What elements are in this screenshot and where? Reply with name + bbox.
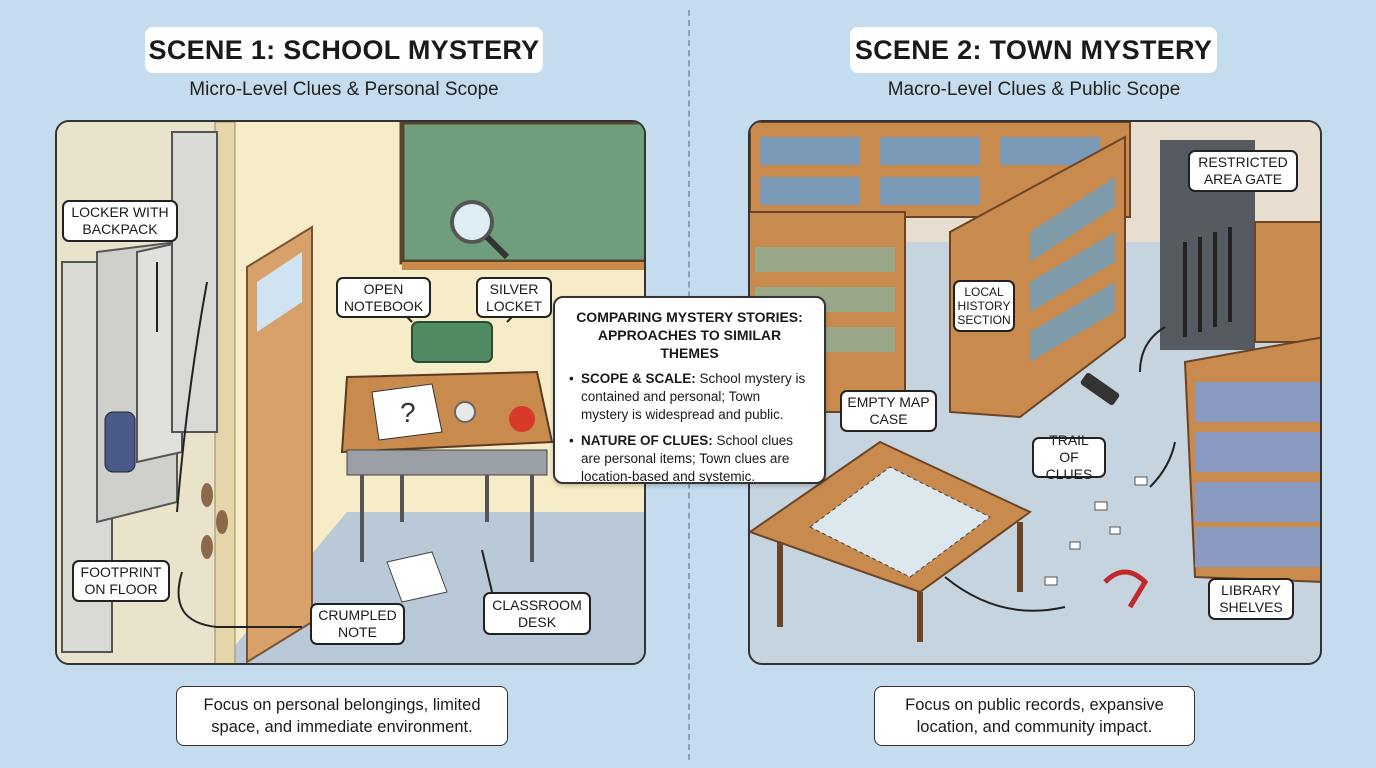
- point-heading: NATURE OF CLUES:: [581, 433, 713, 448]
- magnifying-glass-icon: [450, 200, 510, 260]
- svg-text:?: ?: [400, 397, 416, 428]
- label-crumpled-note: CRUMPLED NOTE: [310, 603, 405, 645]
- label-locker: LOCKER WITH BACKPACK: [62, 200, 178, 242]
- scene1-footer: Focus on personal belongings, limited sp…: [176, 686, 508, 746]
- label-local-history: LOCAL HISTORY SECTION: [953, 280, 1015, 332]
- scene2-subtitle: Macro-Level Clues & Public Scope: [887, 79, 1181, 100]
- label-locket: SILVER LOCKET: [476, 277, 552, 318]
- locket-icon: [454, 401, 476, 423]
- label-notebook: OPEN NOTEBOOK: [336, 277, 431, 318]
- scene1-subtitle: Micro-Level Clues & Personal Scope: [189, 79, 499, 100]
- comparison-box: COMPARING MYSTERY STORIES: APPROACHES TO…: [553, 296, 826, 484]
- point-text: School mystery is contained and personal…: [581, 371, 806, 422]
- label-restricted-gate: RESTRICTED AREA GATE: [1188, 150, 1298, 192]
- label-map-case: EMPTY MAP CASE: [840, 390, 937, 432]
- scene1-title: SCENE 1: SCHOOL MYSTERY: [145, 27, 543, 73]
- label-classroom-desk: CLASSROOM DESK: [483, 592, 591, 635]
- footprints-icon: [201, 483, 228, 559]
- scene2-title: SCENE 2: TOWN MYSTERY: [850, 27, 1217, 73]
- point-heading: SCOPE & SCALE:: [581, 371, 696, 386]
- flashlight-icon: [1080, 372, 1120, 406]
- town-scene: [748, 120, 1322, 665]
- apple-icon: [509, 406, 535, 432]
- comparison-point: NATURE OF CLUES: School clues are person…: [569, 432, 810, 486]
- label-library-shelves: LIBRARY SHELVES: [1208, 578, 1294, 620]
- crumpled-note-icon: [386, 551, 448, 603]
- comparison-point: SCOPE & SCALE: School mystery is contain…: [569, 370, 810, 424]
- label-footprint: FOOTPRINT ON FLOOR: [72, 560, 170, 602]
- ribbon-icon: [1103, 569, 1149, 609]
- library-illustration: [750, 122, 1320, 642]
- point-text: School clues are personal items; Town cl…: [581, 433, 794, 484]
- classroom-illustration: ?: [57, 122, 644, 663]
- comparison-title: COMPARING MYSTERY STORIES: APPROACHES TO…: [576, 309, 803, 361]
- scene2-footer: Focus on public records, expansive locat…: [874, 686, 1195, 746]
- backpack-icon: [104, 411, 136, 473]
- label-trail-of-clues: TRAIL OF CLUES: [1032, 432, 1106, 482]
- notebook-icon: [371, 383, 443, 441]
